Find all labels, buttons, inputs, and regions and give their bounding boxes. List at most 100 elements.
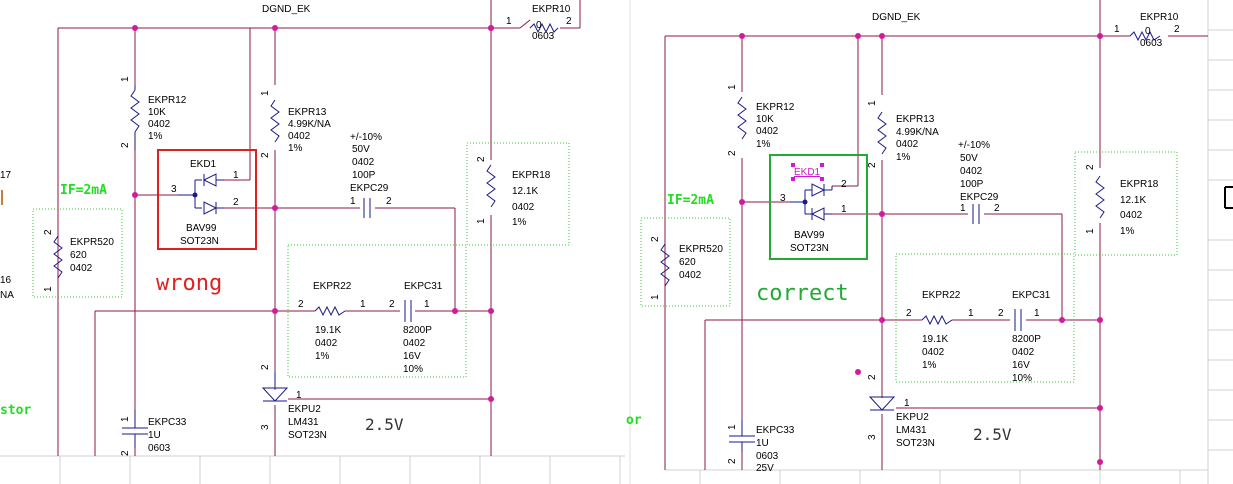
svg-text:0402: 0402 <box>960 166 983 177</box>
svg-text:0402: 0402 <box>756 126 779 137</box>
svg-text:1: 1 <box>360 299 366 310</box>
svg-text:0402: 0402 <box>288 131 311 142</box>
svg-text:1%: 1% <box>896 152 911 163</box>
svg-text:0402: 0402 <box>896 139 919 150</box>
svg-text:1: 1 <box>867 100 878 106</box>
svg-text:EKPR10: EKPR10 <box>532 4 571 15</box>
svg-text:1: 1 <box>233 170 239 181</box>
svg-text:2: 2 <box>298 299 304 310</box>
svg-text:1: 1 <box>727 84 738 90</box>
left-rc-box <box>287 244 467 378</box>
svg-text:0603: 0603 <box>1140 38 1163 49</box>
svg-text:0402: 0402 <box>512 202 535 213</box>
svg-text:EKPR520: EKPR520 <box>70 237 114 248</box>
svg-text:2: 2 <box>386 196 392 207</box>
svg-text:0: 0 <box>536 20 542 31</box>
svg-text:19.1K: 19.1K <box>315 325 341 336</box>
left-verdict: wrong <box>156 271 222 296</box>
svg-text:0402: 0402 <box>1012 347 1035 358</box>
svg-text:1: 1 <box>260 90 271 96</box>
svg-text:1: 1 <box>727 424 738 430</box>
right-ekpr13: 1 2 EKPR13 4.99K/NA 0402 1% <box>867 100 939 168</box>
svg-text:1%: 1% <box>315 351 330 362</box>
svg-text:2: 2 <box>260 364 271 370</box>
svg-text:1: 1 <box>841 204 847 215</box>
left-junctions <box>132 25 494 402</box>
svg-text:EKPC29: EKPC29 <box>960 192 999 203</box>
svg-text:0603: 0603 <box>532 31 555 42</box>
left-ekpc29: 1 2 +/-10% 50V 0402 100P EKPC29 <box>350 132 392 218</box>
svg-text:8200P: 8200P <box>403 325 432 336</box>
svg-text:0402: 0402 <box>403 338 426 349</box>
svg-text:EKPR13: EKPR13 <box>896 114 935 125</box>
svg-text:10K: 10K <box>756 114 774 125</box>
svg-text:EKPC33: EKPC33 <box>148 417 187 428</box>
svg-text:0402: 0402 <box>922 347 945 358</box>
cursor-icon <box>1224 186 1233 209</box>
svg-text:16V: 16V <box>403 351 421 362</box>
svg-text:EKPC33: EKPC33 <box>756 425 795 436</box>
right-grid <box>665 0 1233 484</box>
svg-text:EKPR13: EKPR13 <box>288 107 327 118</box>
svg-text:16V: 16V <box>1012 360 1030 371</box>
svg-text:SOT23N: SOT23N <box>896 438 935 449</box>
svg-text:2: 2 <box>650 236 661 242</box>
svg-text:EKPR10: EKPR10 <box>1140 12 1179 23</box>
svg-text:1: 1 <box>120 76 131 82</box>
svg-text:EKPC31: EKPC31 <box>404 281 443 292</box>
svg-text:1%: 1% <box>512 217 527 228</box>
left-ekd1: 3 1 2 EKD1 BAV99 SOT23N <box>157 149 257 250</box>
svg-text:0402: 0402 <box>679 270 702 281</box>
svg-text:EKPR18: EKPR18 <box>1120 179 1159 190</box>
left-ekpr10: 1 2 EKPR10 0 0603 <box>506 4 572 42</box>
left-voltage-label: 2.5V <box>365 415 404 434</box>
left-ekpr22: 2 1 EKPR22 19.1K 0402 1% <box>298 281 366 362</box>
svg-text:BAV99: BAV99 <box>186 223 217 234</box>
svg-text:2: 2 <box>566 16 572 27</box>
left-ekpr18: 2 1 EKPR18 12.1K 0402 1% <box>466 142 570 246</box>
svg-text:EKPC31: EKPC31 <box>1012 290 1051 301</box>
left-ekpc31: 2 1 EKPC31 8200P 0402 16V 10% <box>389 281 443 375</box>
right-panel: 1 2 EKPR10 0 0603 DGND_EK 1 2 EKPR12 10K… <box>626 0 1233 484</box>
left-highlight-box <box>157 149 257 250</box>
svg-text:EKPU2: EKPU2 <box>288 404 321 415</box>
svg-text:2: 2 <box>43 229 54 235</box>
svg-text:100P: 100P <box>960 179 984 190</box>
svg-text:1: 1 <box>1034 308 1040 319</box>
svg-text:BAV99: BAV99 <box>794 230 825 241</box>
svg-text:2: 2 <box>260 152 271 158</box>
svg-text:EKPC29: EKPC29 <box>350 183 389 194</box>
right-dgnd-label: DGND_EK <box>872 12 921 23</box>
svg-text:LM431: LM431 <box>896 425 927 436</box>
svg-text:1: 1 <box>120 416 131 422</box>
svg-text:2: 2 <box>476 156 487 162</box>
svg-text:EKPR22: EKPR22 <box>922 290 961 301</box>
svg-text:EKPR12: EKPR12 <box>148 95 187 106</box>
svg-text:2: 2 <box>994 203 1000 214</box>
left-dgnd-label: DGND_EK <box>262 4 311 15</box>
left-ekpu2: 2 1 3 EKPU2 LM431 SOT23N <box>260 364 327 441</box>
svg-text:2: 2 <box>1174 24 1180 35</box>
svg-text:1%: 1% <box>1120 226 1135 237</box>
svg-text:0603: 0603 <box>756 451 779 462</box>
right-ekpr18: 2 1 EKPR18 12.1K 0402 1% <box>1074 151 1178 256</box>
svg-text:1: 1 <box>296 390 302 401</box>
svg-text:+/-10%: +/-10% <box>350 132 382 143</box>
left-partial-a: 17 <box>0 170 12 181</box>
svg-text:620: 620 <box>70 250 87 261</box>
svg-text:2: 2 <box>233 197 239 208</box>
left-ekpr12: 1 2 EKPR12 10K 0402 1% <box>120 76 187 150</box>
svg-text:2: 2 <box>727 458 738 464</box>
svg-text:2: 2 <box>867 162 878 168</box>
svg-text:2: 2 <box>867 374 878 380</box>
left-grid <box>0 455 625 484</box>
svg-text:0603: 0603 <box>148 443 171 454</box>
svg-text:0402: 0402 <box>1120 210 1143 221</box>
svg-text:25V: 25V <box>756 463 774 474</box>
left-if-label: IF=2mA <box>60 183 107 198</box>
right-if-label: IF=2mA <box>667 193 714 208</box>
right-ekpr12: 1 2 EKPR12 10K 0402 1% <box>727 84 795 156</box>
left-partial-c: NA <box>0 290 14 301</box>
svg-text:EKPR520: EKPR520 <box>679 244 723 255</box>
svg-text:1: 1 <box>1114 24 1120 35</box>
